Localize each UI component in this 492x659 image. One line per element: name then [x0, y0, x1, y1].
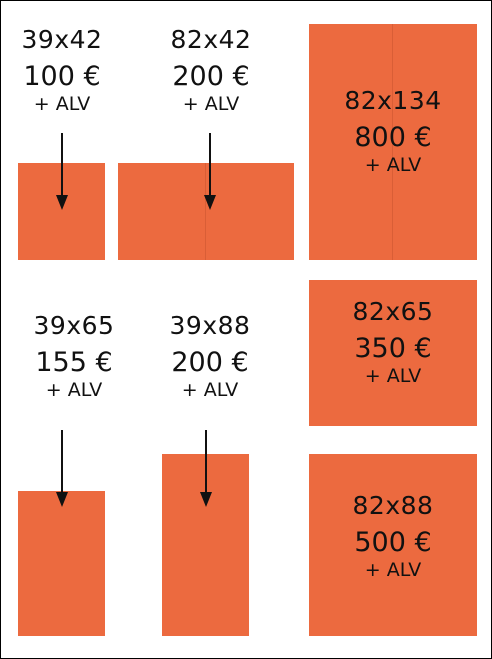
- ad-39x42-label: 39x42 100 € + ALV: [14, 25, 110, 116]
- ad-size: 39x88: [169, 311, 251, 340]
- column-divider: [392, 24, 393, 260]
- ad-vat: + ALV: [182, 93, 240, 115]
- ad-39x65-label: 39x65 155 € + ALV: [25, 311, 123, 402]
- ad-price: 200 €: [172, 61, 250, 92]
- ad-82x42-box: [118, 163, 294, 260]
- ad-vat: + ALV: [33, 93, 91, 115]
- ad-82x42-label: 82x42 200 € + ALV: [159, 25, 263, 116]
- down-arrow-icon: [200, 430, 212, 507]
- down-arrow-icon: [56, 133, 68, 210]
- ad-price: 200 €: [171, 347, 249, 378]
- ad-vat: + ALV: [364, 559, 422, 581]
- ad-vat: + ALV: [45, 379, 103, 401]
- column-divider: [205, 163, 206, 260]
- ad-price: 350 €: [354, 333, 432, 364]
- ad-size: 39x42: [21, 25, 103, 54]
- ad-39x65-box: [18, 491, 105, 636]
- ad-82x134-label: 82x134 800 € + ALV: [328, 86, 458, 177]
- ad-vat: + ALV: [364, 365, 422, 387]
- ad-vat: + ALV: [181, 379, 239, 401]
- ad-size: 82x42: [170, 25, 252, 54]
- ad-vat: + ALV: [364, 154, 422, 176]
- down-arrow-icon: [204, 133, 216, 210]
- ad-82x88-box: [309, 454, 477, 636]
- ad-size: 39x65: [33, 311, 115, 340]
- ad-price: 800 €: [354, 122, 432, 153]
- ad-price: 155 €: [35, 347, 113, 378]
- ad-82x65-box: [309, 280, 477, 426]
- ad-82x65-label: 82x65 350 € + ALV: [333, 297, 453, 388]
- ad-size: 82x65: [352, 297, 434, 326]
- ad-39x88-label: 39x88 200 € + ALV: [161, 311, 259, 402]
- down-arrow-icon: [56, 430, 68, 507]
- ad-82x134-box: [309, 24, 477, 260]
- ad-size: 82x88: [352, 491, 434, 520]
- ad-82x88-label: 82x88 500 € + ALV: [333, 491, 453, 582]
- ad-price: 100 €: [23, 61, 101, 92]
- ad-price: 500 €: [354, 527, 432, 558]
- ad-size: 82x134: [344, 86, 442, 115]
